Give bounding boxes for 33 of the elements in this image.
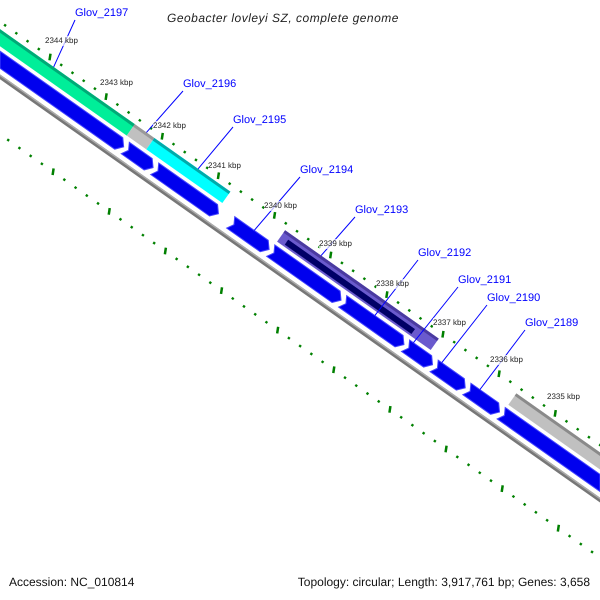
gene-block	[120, 141, 154, 170]
gene-block	[429, 359, 466, 391]
title: Geobacter lovleyi SZ, complete genome	[167, 10, 399, 27]
gene-block	[400, 339, 434, 368]
gene-label: Glov_2195	[233, 113, 286, 127]
gene-label: Glov_2191	[458, 273, 512, 287]
gene-label: Glov_2193	[355, 203, 408, 217]
scale-label: 2337 kbp	[433, 318, 466, 328]
leader-line	[198, 126, 234, 170]
scale-label: 2335 kbp	[547, 392, 580, 402]
gene-block	[496, 406, 600, 492]
genome-stats-text: Topology: circular; Length: 3,917,761 bp; Genes: 3,658	[298, 574, 590, 591]
scale-label: 2340 kbp	[264, 201, 297, 211]
scale-label: 2336 kbp	[490, 355, 523, 365]
gene-label: Glov_2189	[525, 316, 578, 330]
scale-label: 2344 kbp	[45, 36, 78, 46]
gene-label: Glov_2194	[300, 163, 354, 177]
gene-label: Glov_2197	[75, 6, 128, 20]
leader-line	[412, 286, 458, 344]
scale-label: 2343 kbp	[100, 78, 133, 88]
scale-label: 2341 kbp	[208, 161, 241, 171]
scale-label: 2342 kbp	[153, 121, 186, 131]
gene-label: Glov_2196	[183, 77, 236, 91]
leader-line	[441, 304, 488, 364]
scale-label: 2339 kbp	[319, 239, 352, 249]
gene-block	[226, 216, 270, 252]
leader-line	[146, 90, 184, 133]
gene-block	[338, 294, 404, 348]
accession-text: Accession: NC_010814	[9, 574, 134, 591]
gene-block	[462, 382, 500, 415]
gene-label: Glov_2190	[487, 291, 540, 305]
gene-label: Glov_2192	[418, 246, 472, 260]
scale-label: 2338 kbp	[376, 279, 409, 289]
